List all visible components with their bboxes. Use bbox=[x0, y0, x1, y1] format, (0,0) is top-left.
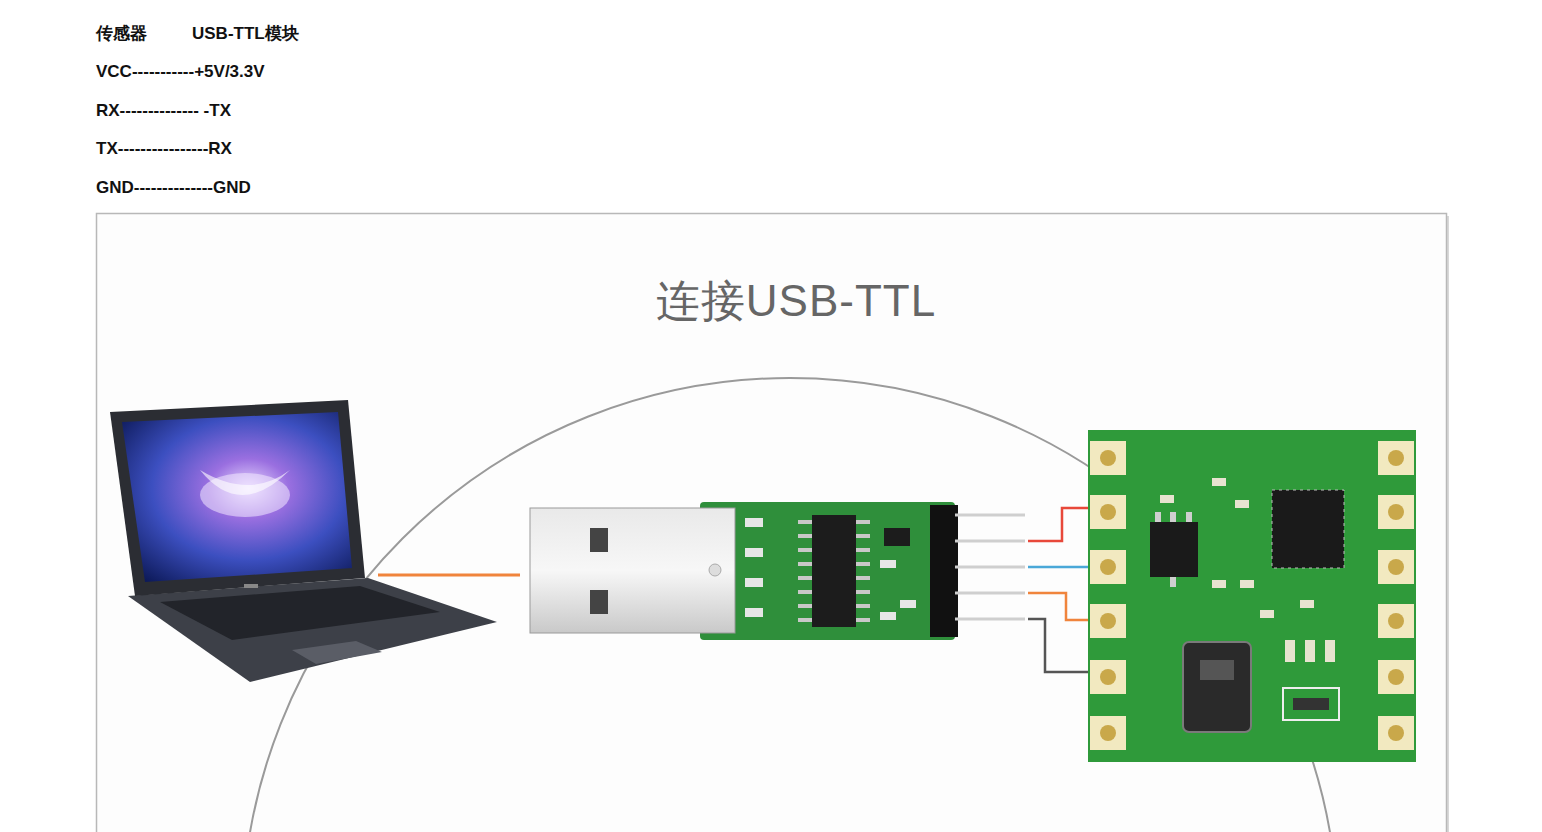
pin-header bbox=[930, 505, 958, 637]
screen-swirl bbox=[200, 470, 290, 495]
usb-ttl-module bbox=[530, 502, 1025, 640]
sensor-pcb bbox=[1088, 430, 1416, 762]
sensor-window bbox=[1200, 660, 1234, 680]
plug-hole bbox=[590, 528, 608, 552]
usb-chip bbox=[812, 515, 856, 627]
castellated-pads bbox=[1090, 441, 1414, 750]
figure-title: 连接USB-TTL bbox=[656, 276, 936, 325]
regulator-chip bbox=[1150, 522, 1198, 577]
sensor-module bbox=[1088, 430, 1416, 762]
label-slot: VCC-----------+5V/3.3V bbox=[96, 62, 265, 82]
blue-wire bbox=[1028, 566, 1088, 569]
column-heading: USB-TTL模块 bbox=[192, 24, 299, 43]
sensor-chip bbox=[1183, 642, 1251, 732]
wires bbox=[1028, 508, 1088, 672]
laptop-logo bbox=[244, 584, 258, 588]
plug-hole bbox=[590, 590, 608, 614]
usb-cable bbox=[378, 574, 520, 577]
connector-outline bbox=[1283, 688, 1339, 720]
label-slot: RX-------------- -TX bbox=[96, 101, 231, 121]
pin-mapping: VCC-----------+5V/3.3V bbox=[96, 62, 265, 81]
regulator bbox=[884, 528, 910, 546]
label-slot: TX----------------RX bbox=[96, 139, 232, 159]
connector-body bbox=[1293, 698, 1329, 710]
label-slot: USB-TTL模块 bbox=[192, 24, 299, 44]
usb-plug bbox=[530, 508, 735, 633]
red-wire bbox=[1028, 508, 1088, 541]
column-heading: 传感器 bbox=[96, 24, 147, 43]
laptop-screen bbox=[122, 412, 352, 582]
chip-legs bbox=[1155, 512, 1192, 587]
plug-dimple bbox=[709, 564, 721, 576]
picture-frame bbox=[97, 214, 1447, 832]
passive-parts bbox=[1160, 478, 1335, 662]
mcu-chip bbox=[1272, 490, 1344, 568]
laptop-base bbox=[128, 578, 497, 682]
pin-mapping: RX-------------- -TX bbox=[96, 101, 231, 120]
pcb-parts bbox=[745, 518, 916, 620]
laptop bbox=[110, 400, 497, 682]
keyboard bbox=[160, 586, 440, 640]
laptop-bezel bbox=[110, 400, 365, 596]
pin-mapping: GND--------------GND bbox=[96, 178, 251, 197]
title-slot: 连接USB-TTL bbox=[396, 276, 1196, 326]
label-slot: GND--------------GND bbox=[96, 178, 251, 198]
pin-mapping: TX----------------RX bbox=[96, 139, 232, 158]
header-pins bbox=[955, 515, 1025, 619]
module-pcb bbox=[700, 502, 955, 640]
touchpad bbox=[292, 641, 382, 664]
black-wire bbox=[1028, 619, 1088, 672]
orange-wire bbox=[1028, 593, 1088, 620]
label-slot: 传感器 bbox=[96, 24, 147, 44]
